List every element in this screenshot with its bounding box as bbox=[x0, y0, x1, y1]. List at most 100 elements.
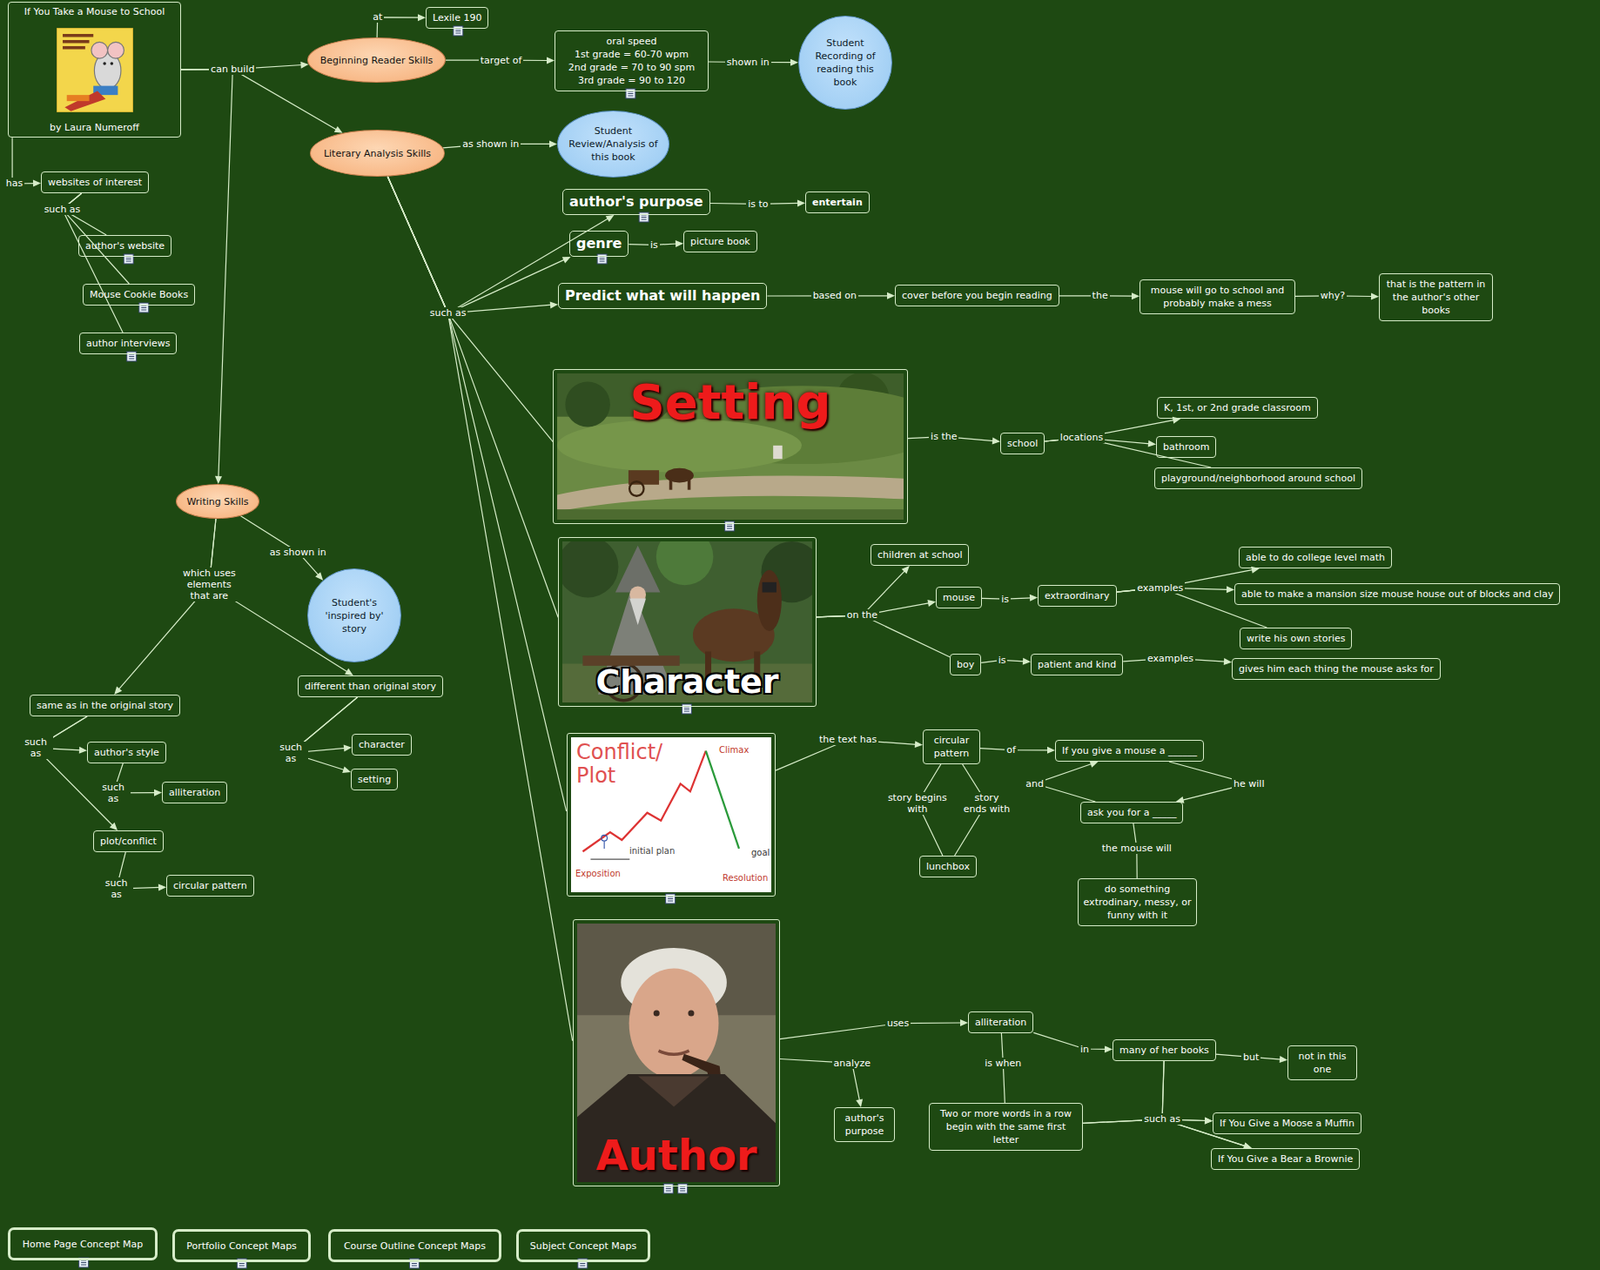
illustration-part bbox=[687, 1009, 694, 1016]
arrowhead bbox=[1279, 1055, 1288, 1063]
connector bbox=[181, 69, 233, 478]
image-node: Character bbox=[557, 537, 817, 707]
resource-icon bbox=[678, 1183, 688, 1194]
illustration-part bbox=[641, 216, 647, 218]
link-phrase: is bbox=[999, 593, 1011, 606]
arrowhead bbox=[343, 744, 352, 752]
illustration-part bbox=[625, 88, 636, 99]
node-text: 2nd grade = 70 to 90 spm bbox=[559, 60, 704, 74]
arrowhead bbox=[158, 883, 167, 891]
concept-box: do something extrodinary, messy, or funn… bbox=[1077, 878, 1197, 927]
connector bbox=[816, 615, 950, 658]
link-phrase: locations bbox=[1058, 431, 1105, 444]
resource-icon bbox=[625, 88, 636, 99]
node-text: school bbox=[1007, 436, 1038, 451]
illustration-part bbox=[62, 33, 94, 38]
link-phrase: story begins with bbox=[883, 792, 951, 815]
arrowhead bbox=[549, 140, 558, 148]
link-phrase: why? bbox=[1318, 289, 1347, 302]
illustration-part bbox=[62, 33, 94, 50]
illustration-part bbox=[411, 1265, 417, 1267]
concept-box: circular pattern bbox=[166, 874, 255, 897]
node-text: Lexile 190 bbox=[432, 11, 482, 25]
arrowhead bbox=[1029, 594, 1038, 602]
link-phrase: at bbox=[370, 11, 384, 23]
arrowhead bbox=[154, 789, 162, 797]
illustration-part bbox=[123, 254, 134, 264]
node-text: Student's 'inspired by' story bbox=[318, 596, 390, 636]
arrowhead bbox=[1204, 1116, 1213, 1124]
plot-label: Resolution bbox=[722, 873, 768, 883]
illustration-part bbox=[638, 212, 649, 222]
illustration-part bbox=[669, 479, 673, 491]
node-text: mouse will go to school and probably mak… bbox=[1144, 283, 1291, 310]
arrowhead bbox=[109, 822, 118, 831]
concept-box: If You Give a Bear a Brownie bbox=[1210, 1148, 1360, 1170]
illustration-part bbox=[658, 1050, 690, 1055]
nav-button: Portfolio Concept Maps bbox=[172, 1229, 311, 1263]
link-phrase: such as bbox=[42, 203, 83, 216]
student-work-circle: Student Recording of reading this book bbox=[798, 15, 893, 110]
resource-icon bbox=[453, 26, 464, 36]
concept-box: lunchbox bbox=[919, 855, 977, 878]
node-text: many of her books bbox=[1119, 1043, 1210, 1057]
node-text: circular pattern bbox=[173, 879, 248, 893]
connector bbox=[181, 69, 338, 131]
arrowhead bbox=[1148, 440, 1157, 448]
illustration-part bbox=[126, 258, 132, 260]
node-text: Conflict/ Plot bbox=[576, 740, 707, 788]
node-text: circular pattern bbox=[927, 733, 975, 760]
link-phrase: such as bbox=[274, 741, 309, 765]
arrowhead bbox=[675, 240, 684, 248]
node-text: able to make a mansion size mouse house … bbox=[1241, 587, 1553, 601]
concept-box: boy bbox=[949, 653, 982, 676]
link-phrase: in bbox=[1078, 1043, 1091, 1056]
concept-box: patient and kind bbox=[1030, 653, 1123, 676]
illustration-part bbox=[653, 1009, 660, 1016]
illustration-part bbox=[667, 898, 673, 900]
illustration-part bbox=[107, 41, 124, 59]
node-text: playground/neighborhood around school bbox=[1161, 471, 1356, 485]
resource-icon bbox=[127, 351, 137, 362]
illustration-part bbox=[80, 1264, 87, 1266]
concept-box: Lexile 190 bbox=[425, 6, 489, 29]
resource-icon bbox=[139, 302, 149, 313]
arrowhead bbox=[114, 686, 122, 695]
concept-box: author's website bbox=[78, 235, 172, 257]
connector bbox=[387, 176, 558, 619]
link-phrase: is the bbox=[928, 430, 959, 443]
plot-label: initial plan bbox=[629, 846, 675, 856]
illustration-part bbox=[62, 40, 90, 44]
node-text: picture book bbox=[690, 235, 751, 249]
concept-box: same as in the original story bbox=[29, 694, 181, 717]
link-phrase: is to bbox=[746, 198, 770, 210]
illustration-part bbox=[599, 261, 606, 263]
node-text: Setting bbox=[630, 375, 832, 430]
arrowhead bbox=[344, 668, 354, 676]
arrowhead bbox=[992, 437, 1001, 445]
node-text: gives him each thing the mouse asks for bbox=[1238, 662, 1434, 676]
link-phrase: uses bbox=[885, 1017, 911, 1029]
illustration-part bbox=[627, 95, 633, 97]
arrowhead bbox=[1371, 293, 1379, 301]
illustration-part bbox=[62, 46, 86, 50]
concept-box: alliteration bbox=[968, 1011, 1034, 1034]
node-text: that is the pattern in the author's othe… bbox=[1384, 277, 1488, 317]
node-text: author's purpose bbox=[569, 193, 704, 211]
arrowhead bbox=[1250, 566, 1260, 574]
node-text: If you give a mouse a ______ bbox=[1062, 744, 1197, 758]
link-phrase: based on bbox=[811, 289, 859, 302]
arrowhead bbox=[960, 1019, 969, 1027]
illustration-part bbox=[678, 1183, 688, 1194]
illustration-part bbox=[705, 751, 740, 849]
node-text: able to do college level math bbox=[1245, 551, 1385, 565]
node-text: oral speed bbox=[559, 34, 704, 48]
book-cover bbox=[56, 27, 134, 113]
arrowhead bbox=[914, 740, 923, 748]
link-phrase: of bbox=[1004, 744, 1018, 756]
node-text: by Laura Numeroff bbox=[49, 121, 140, 135]
node-text: If You Take a Mouse to School bbox=[24, 5, 165, 19]
concept-box: not in this one bbox=[1287, 1045, 1358, 1081]
node-text: ask you for a _____ bbox=[1087, 806, 1177, 820]
